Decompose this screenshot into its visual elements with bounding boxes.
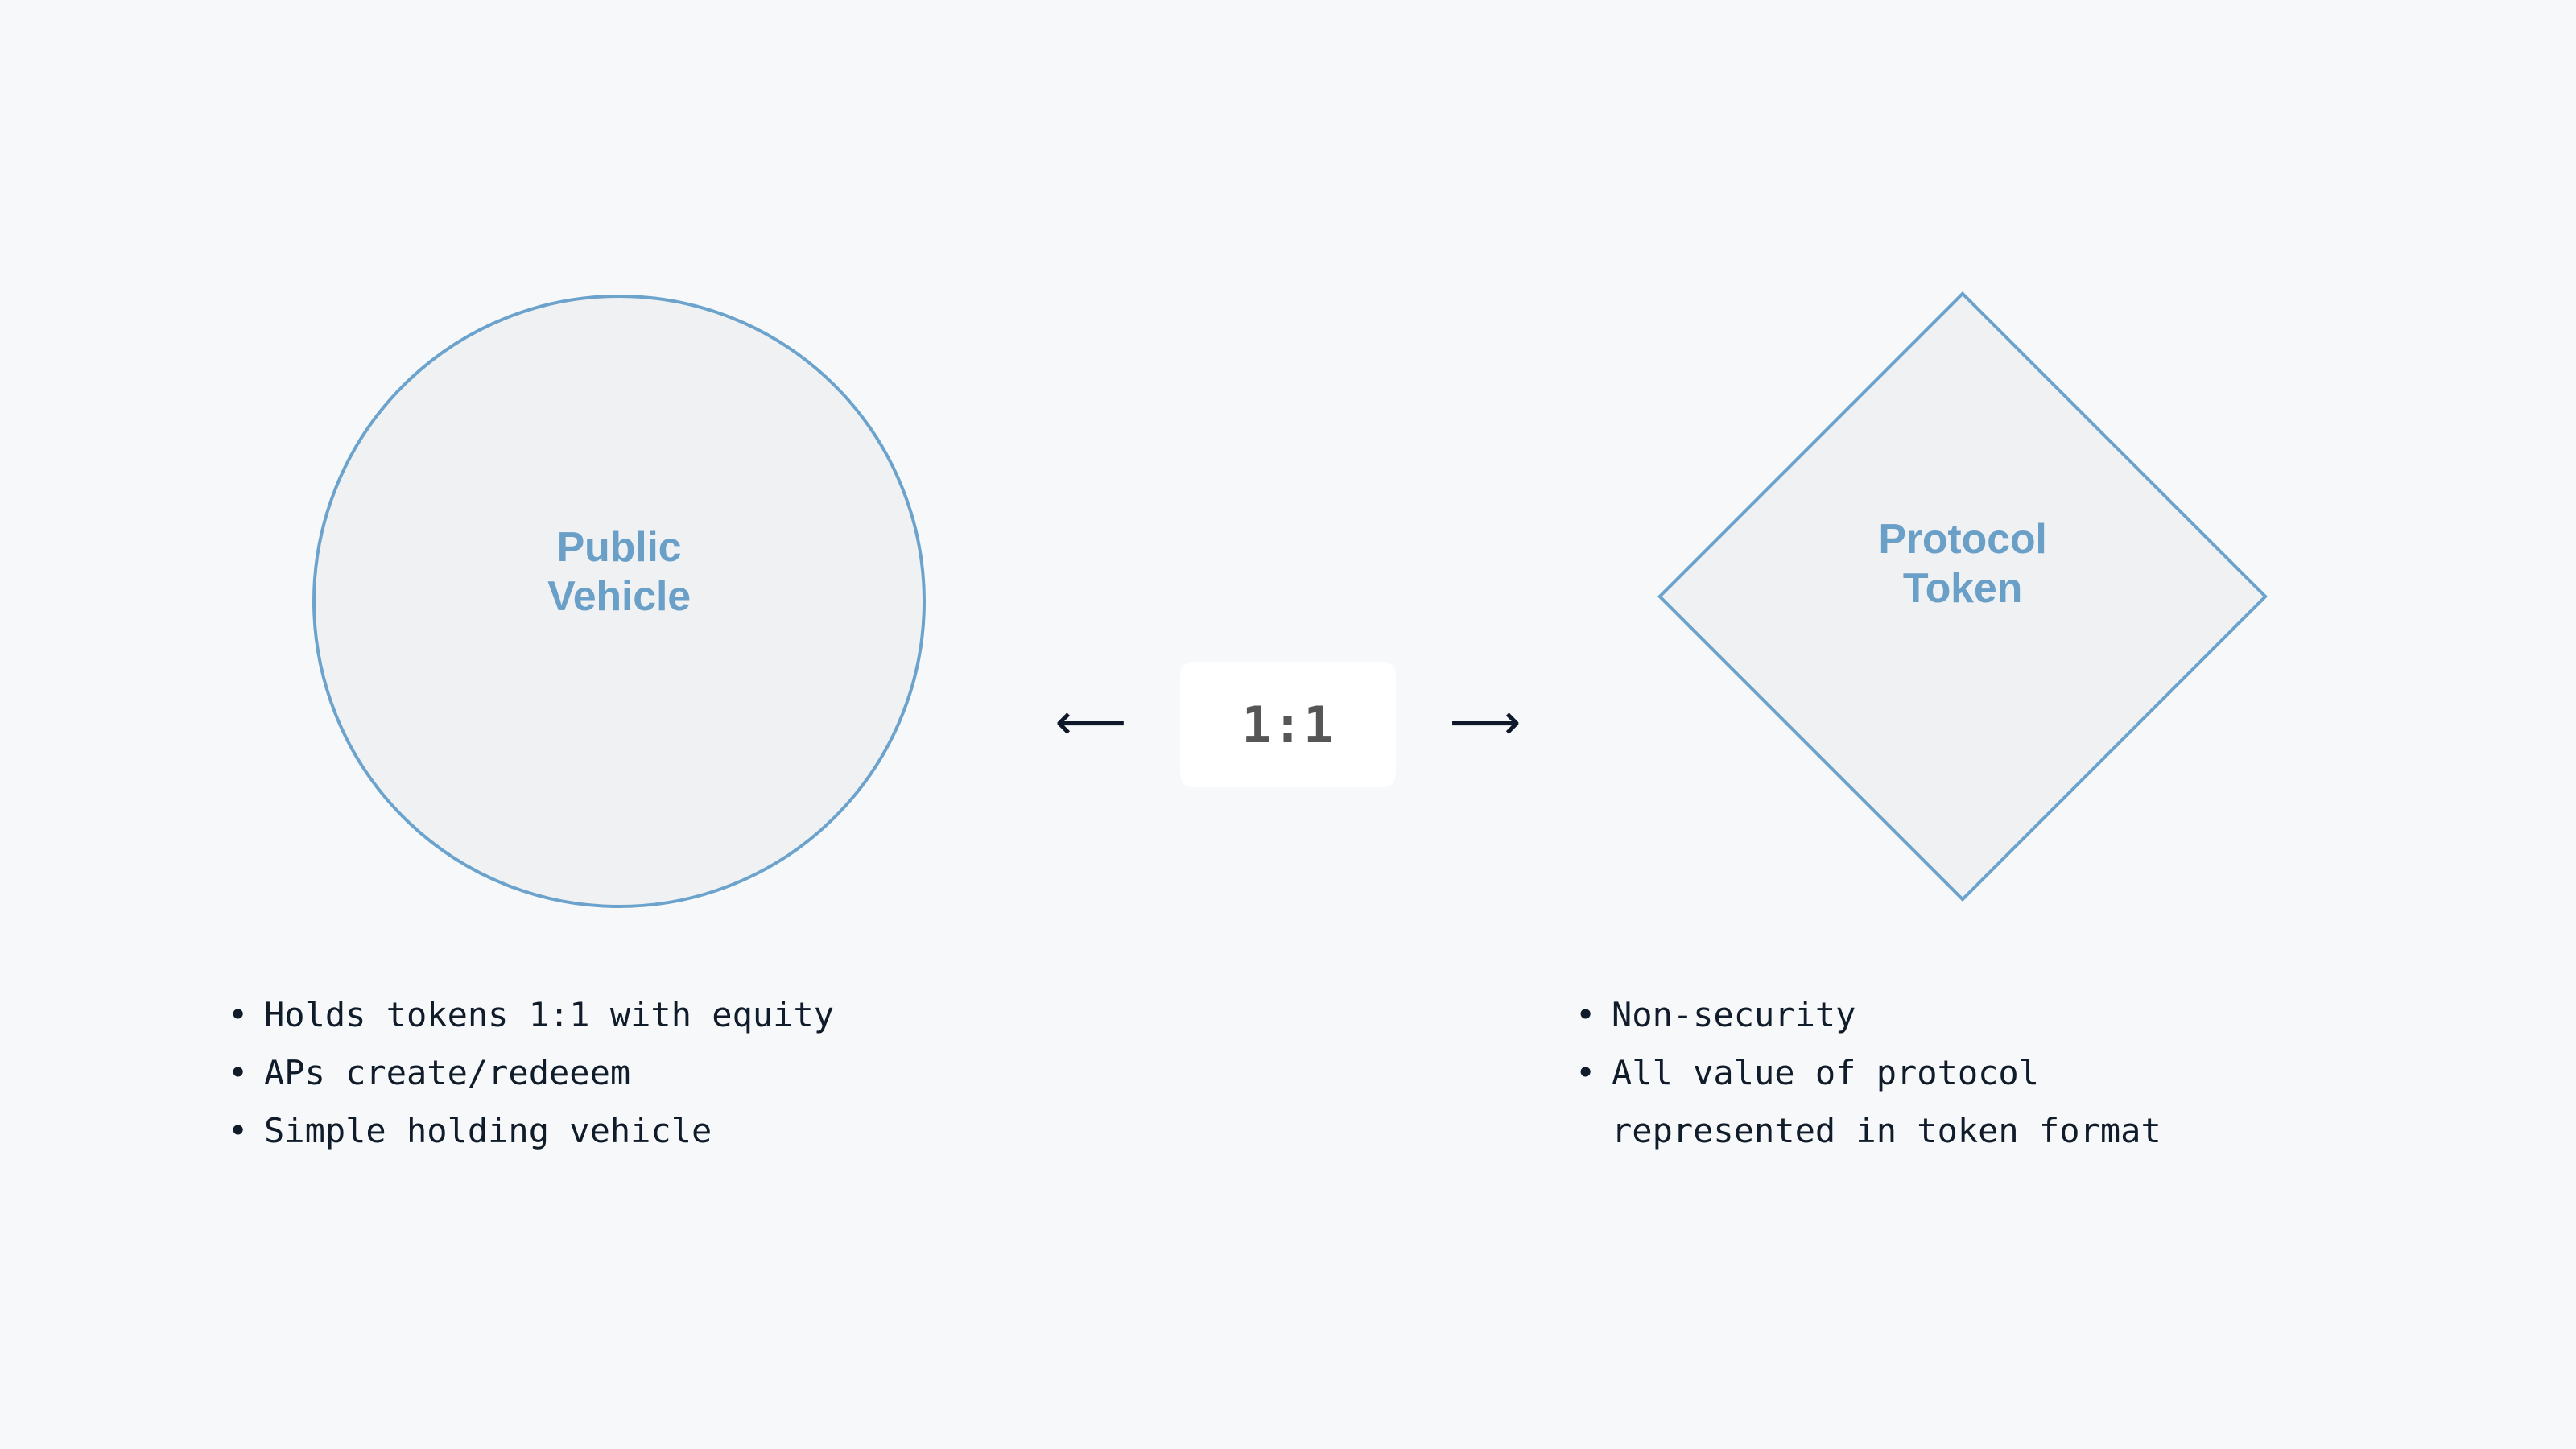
public-vehicle-circle-shape[interactable]: [312, 295, 926, 908]
list-item: All value of protocol represented in tok…: [1575, 1044, 2380, 1160]
arrow-left-icon: ⟵: [1055, 692, 1127, 751]
list-item: Holds tokens 1:1 with equity: [228, 986, 1154, 1044]
arrow-right-icon: ⟶: [1449, 692, 1521, 751]
public-vehicle-bullet-list: Holds tokens 1:1 with equity APs create/…: [228, 986, 1154, 1160]
list-item: Non-security: [1575, 986, 2380, 1044]
ratio-badge[interactable]: 1:1: [1180, 662, 1396, 787]
list-item: Simple holding vehicle: [228, 1102, 1154, 1160]
list-item: APs create/redeeem: [228, 1044, 1154, 1102]
protocol-token-bullet-list: Non-security All value of protocol repre…: [1575, 986, 2380, 1160]
bidirectional-connector: ⟵ 1:1 ⟶: [1038, 662, 1538, 787]
protocol-token-diamond-shape[interactable]: [1657, 291, 2268, 902]
